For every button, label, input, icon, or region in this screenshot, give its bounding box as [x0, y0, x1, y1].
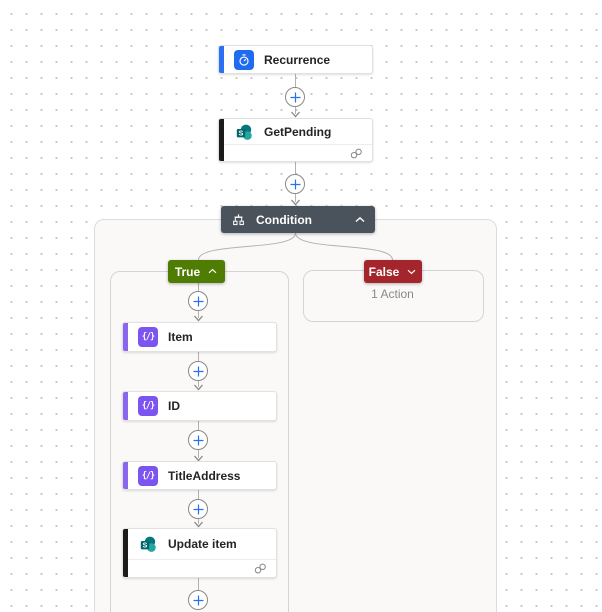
insert-action-button[interactable] — [188, 590, 208, 610]
plus-icon — [193, 504, 203, 514]
card-footer — [224, 144, 372, 161]
false-branch-summary: 1 Action — [371, 287, 414, 301]
accent-bar — [219, 46, 224, 73]
plus-icon — [193, 366, 203, 376]
plus-icon — [193, 595, 203, 605]
insert-action-button[interactable] — [188, 499, 208, 519]
card-footer — [128, 559, 276, 577]
compose-icon: {/} — [138, 327, 158, 347]
chevron-up-icon[interactable] — [354, 216, 366, 224]
connection-icon — [254, 563, 266, 574]
accent-bar — [123, 392, 128, 420]
chevron-down-icon[interactable] — [406, 268, 417, 275]
compose-glyph: {/} — [141, 470, 155, 481]
condition-branch-icon — [230, 210, 246, 230]
chevron-up-icon[interactable] — [207, 268, 218, 275]
recurrence-trigger-card[interactable]: Recurrence — [218, 45, 373, 74]
insert-action-button[interactable] — [188, 430, 208, 450]
card-label: Recurrence — [264, 52, 331, 67]
sharepoint-icon: S — [138, 534, 158, 554]
insert-action-button[interactable] — [285, 87, 305, 107]
condition-label: Condition — [256, 212, 312, 227]
plus-icon — [290, 92, 300, 102]
recurrence-clock-icon — [234, 49, 254, 70]
svg-text:S: S — [143, 543, 148, 550]
svg-text:S: S — [239, 130, 244, 137]
insert-action-button[interactable] — [285, 174, 305, 194]
card-label: ID — [168, 399, 180, 413]
plus-icon — [193, 435, 203, 445]
card-label: Update item — [168, 537, 237, 551]
accent-bar — [123, 462, 128, 489]
compose-icon: {/} — [138, 396, 158, 416]
connection-icon — [350, 148, 362, 158]
card-label: GetPending — [264, 124, 332, 139]
sharepoint-icon: S — [234, 122, 254, 142]
accent-bar — [123, 529, 128, 577]
get-pending-action-card[interactable]: S GetPending — [218, 118, 373, 162]
condition-header[interactable]: Condition — [221, 206, 375, 233]
insert-action-button[interactable] — [188, 291, 208, 311]
item-compose-card[interactable]: {/} Item — [122, 322, 277, 352]
update-item-action-card[interactable]: S Update item — [122, 528, 277, 578]
card-label: Item — [168, 330, 193, 344]
accent-bar — [123, 323, 128, 351]
plus-icon — [193, 296, 203, 306]
insert-action-button[interactable] — [188, 361, 208, 381]
true-branch-chip[interactable]: True — [168, 260, 225, 283]
compose-glyph: {/} — [141, 401, 155, 411]
id-compose-card[interactable]: {/} ID — [122, 391, 277, 421]
false-branch-chip[interactable]: False — [364, 260, 422, 283]
compose-icon: {/} — [138, 465, 158, 486]
true-label: True — [174, 264, 201, 279]
title-address-compose-card[interactable]: {/} TitleAddress — [122, 461, 277, 490]
accent-bar — [219, 119, 224, 161]
plus-icon — [290, 179, 300, 189]
false-label: False — [368, 264, 400, 279]
compose-glyph: {/} — [141, 332, 155, 342]
card-label: TitleAddress — [168, 468, 241, 483]
